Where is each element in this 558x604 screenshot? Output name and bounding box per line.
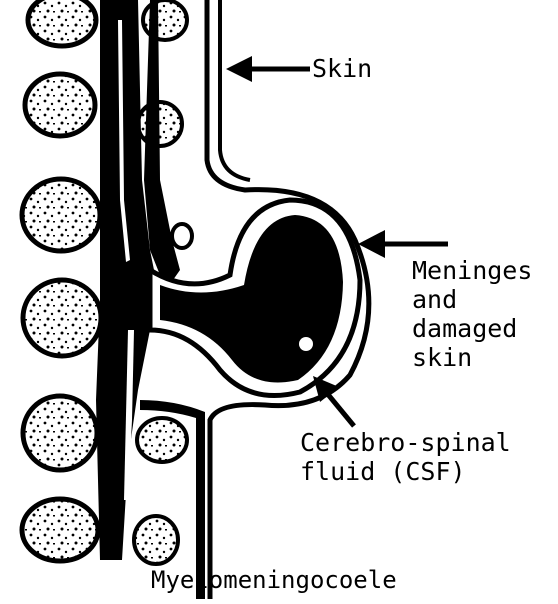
label-meninges-line: skin	[412, 343, 532, 372]
vertebra	[25, 74, 95, 136]
meningeal-sac	[140, 0, 369, 599]
vertebra	[22, 179, 100, 251]
label-meninges: Meninges and damaged skin	[412, 256, 532, 372]
label-meninges-line: and	[412, 285, 532, 314]
process	[137, 418, 187, 462]
csf-arrow	[313, 376, 354, 426]
vertebra	[23, 280, 101, 356]
vertebrae	[22, 0, 101, 561]
process	[172, 224, 192, 248]
skin-arrow	[226, 56, 310, 82]
vertebra	[23, 396, 97, 470]
sac-highlight	[299, 337, 313, 351]
label-csf: Cerebro-spinal fluid (CSF)	[300, 428, 511, 486]
process	[134, 516, 178, 564]
label-csf-line: fluid (CSF)	[300, 457, 511, 486]
process	[138, 102, 182, 146]
caption: Myelomeningocoele	[151, 566, 397, 595]
vertebra	[28, 0, 96, 46]
label-meninges-line: Meninges	[412, 256, 532, 285]
vertebra	[22, 499, 98, 561]
label-csf-line: Cerebro-spinal	[300, 428, 511, 457]
label-skin: Skin	[312, 54, 372, 83]
label-meninges-line: damaged	[412, 314, 532, 343]
meninges-arrow	[358, 230, 448, 258]
